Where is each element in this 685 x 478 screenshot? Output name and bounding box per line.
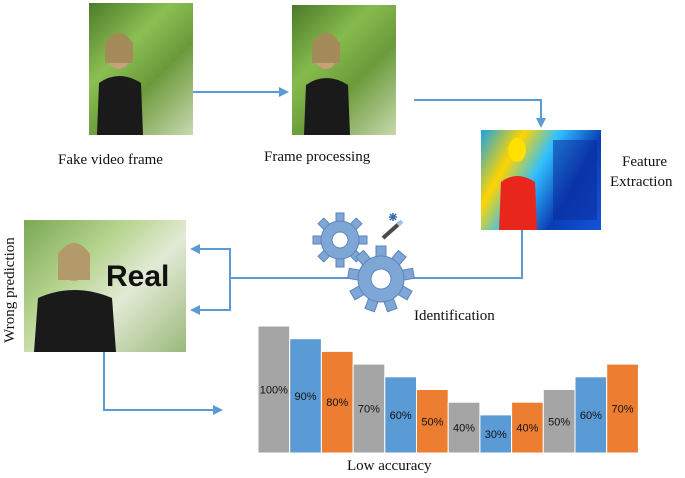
bar-3 [320,350,354,454]
connector-features-to-identification [406,230,523,279]
bar-value-label-8: 30% [485,429,507,441]
bar-value-label-7: 40% [453,423,475,435]
processed-frame-image [292,5,396,135]
gear-large-icon [347,245,415,313]
bar-9 [511,401,544,454]
wrong-prediction-label: Wrong prediction [2,237,18,343]
feature-extraction-label-line2: Extraction [610,174,673,190]
bar-2 [289,338,322,454]
identification-label: Identification [414,308,495,324]
bar-value-label-10: 50% [548,416,570,428]
bar-10 [542,389,576,454]
bar-value-label-4: 70% [358,404,380,416]
bar-value-label-6: 50% [421,416,443,428]
arrow-processing-to-features [414,99,546,128]
bar-8 [479,414,513,454]
bar-5 [384,376,417,454]
bar-value-label-2: 90% [295,391,317,403]
heatmap-silhouette [499,138,597,230]
arrow-to-frame-lower [190,278,231,315]
fake-video-frame-image [89,3,193,135]
bar-value-label-9: 40% [516,423,538,435]
feature-map-image [481,130,601,230]
bar-value-label-5: 60% [390,410,412,422]
magic-wand-icon [381,213,404,240]
person-silhouette [304,33,350,135]
person-silhouette [97,33,143,135]
low-accuracy-label: Low accuracy [347,458,432,474]
bar-4 [352,363,386,454]
fake-video-frame-label: Fake video frame [58,152,163,168]
bar-value-label-12: 70% [612,404,634,416]
bar-value-label-1: 100% [260,385,288,397]
bar-value-label-3: 80% [326,397,348,409]
arrow-to-frame-upper [190,244,231,278]
bar-12 [606,363,639,454]
frame-processing-label: Frame processing [264,149,371,165]
bar-1 [257,325,291,454]
arrow-frame-to-chart [103,352,223,415]
real-label-overlay: Real [106,260,170,293]
wrong-prediction-frame-image: Real [24,220,186,352]
feature-extraction-label-line1: Feature [622,154,667,170]
accuracy-bar-chart: 100% 90% 80% 70% 60% 50% 40% 30% 40% 50% 60% 70% [257,325,639,454]
person-silhouette [34,243,116,352]
gear-small-icon [312,212,368,268]
bar-value-label-11: 60% [580,410,602,422]
